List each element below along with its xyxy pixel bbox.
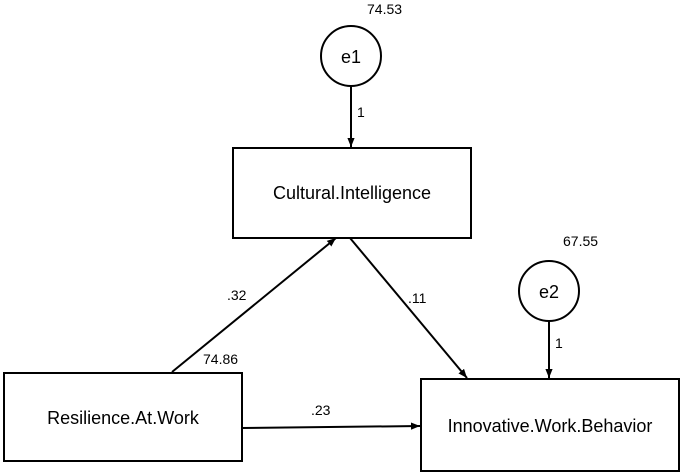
innovative-label: Innovative.Work.Behavior [448, 416, 653, 436]
resilience-iwb-weight: .23 [311, 402, 331, 418]
node-resilience-at-work: Resilience.At.Work [3, 372, 243, 462]
e2-label: e2 [539, 282, 559, 302]
e2-variance: 67.55 [563, 233, 598, 249]
e2-path-weight: 1 [555, 335, 563, 351]
e1-path-weight: 1 [357, 104, 365, 120]
path-resilience-to-cultural-intelligence [171, 237, 337, 373]
path-cultural-intelligence-to-innovative [349, 237, 468, 379]
error-node-e2: e2 [518, 260, 580, 322]
cultural-intelligence-label: Cultural.Intelligence [273, 183, 431, 203]
error-node-e1: e1 [320, 25, 382, 87]
e1-variance: 74.53 [367, 1, 402, 17]
e1-label: e1 [341, 47, 361, 67]
node-cultural-intelligence: Cultural.Intelligence [232, 147, 472, 239]
ci-iwb-weight: .11 [408, 290, 427, 306]
node-innovative-work-behavior: Innovative.Work.Behavior [420, 378, 680, 472]
resilience-ci-weight: .32 [227, 287, 247, 303]
resilience-variance: 74.86 [203, 351, 238, 367]
path-resilience-to-innovative [241, 422, 421, 430]
resilience-label: Resilience.At.Work [47, 408, 200, 428]
